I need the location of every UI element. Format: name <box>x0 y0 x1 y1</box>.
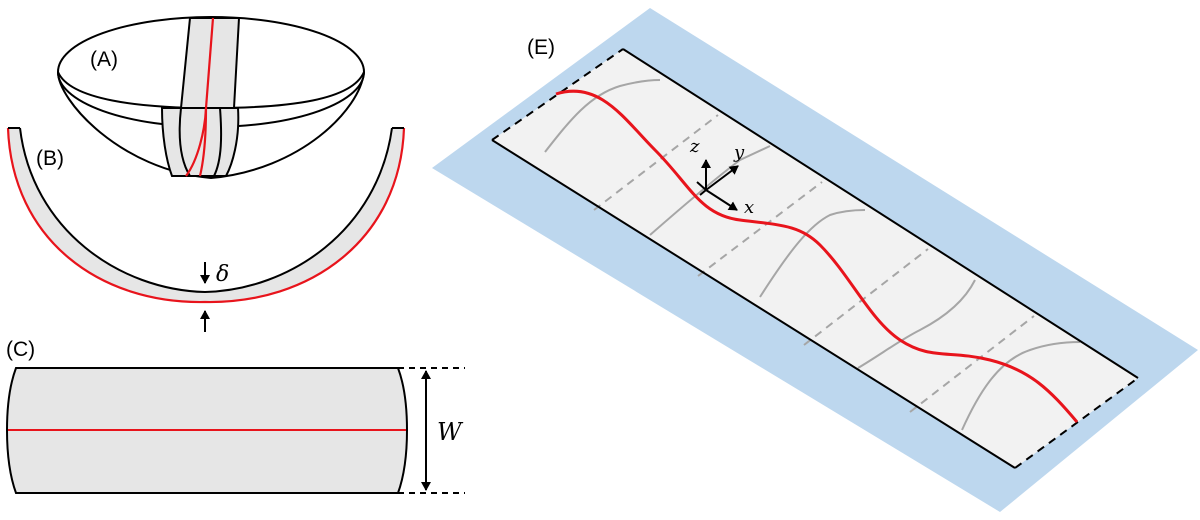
bowl-strip-fold-right <box>213 107 223 177</box>
thickness-symbol: δ <box>216 262 229 287</box>
axis-y-negative <box>699 189 707 196</box>
panel-label-a: (A) <box>90 48 118 71</box>
width-symbol: W <box>437 418 464 446</box>
bowl-centerline-lower <box>198 107 208 177</box>
panel-e: z y x (E) <box>432 8 1198 512</box>
strip-edge-top <box>622 48 1139 379</box>
panel-c: W (C) <box>6 338 465 494</box>
dashed-ruling <box>593 114 719 211</box>
bowl-strip-fold-left <box>178 107 191 177</box>
strip-end-left <box>491 48 624 141</box>
panel-a: (A) <box>57 16 365 180</box>
gridline <box>961 341 1081 431</box>
panel-label-c: (C) <box>6 338 35 361</box>
panel-label-b: (B) <box>36 147 64 170</box>
axis-label-y: y <box>733 142 745 163</box>
shell-outer-edge <box>6 127 406 304</box>
strip-end-right <box>1014 377 1139 469</box>
axis-x-negative <box>696 181 707 191</box>
strip-surface <box>492 49 1138 468</box>
axis-y <box>705 165 739 191</box>
dashed-ruling <box>803 248 929 346</box>
gridline <box>759 209 866 298</box>
coordinate-axes <box>696 159 739 211</box>
axis-label-z: z <box>689 136 700 157</box>
gridline <box>544 79 661 153</box>
strip-edge-bottom <box>491 139 1016 469</box>
axis-label-x: x <box>744 197 754 218</box>
strip-centerline <box>555 89 1079 423</box>
gridline <box>857 279 976 369</box>
dashed-ruling <box>909 315 1035 413</box>
shell-inner-edge <box>19 127 393 294</box>
dashed-ruling <box>697 181 823 277</box>
strip-dashed-rulings <box>593 114 1035 413</box>
axis-x <box>705 189 738 211</box>
panel-label-e: (E) <box>527 36 555 59</box>
panel-b: δ (B) <box>6 127 406 332</box>
